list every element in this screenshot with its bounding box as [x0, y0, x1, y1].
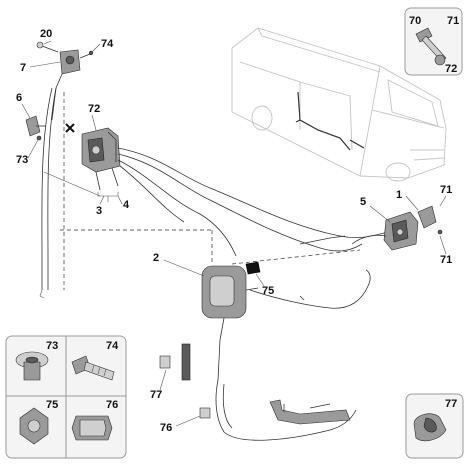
clip-square-77: [159, 355, 171, 369]
callout-2: 2: [153, 252, 159, 264]
screw-fastener-74: [71, 355, 115, 381]
callout-7: 7: [20, 62, 26, 74]
callout-72: 72: [445, 63, 457, 75]
inset-fasteners-panel: 73 74 75 76: [5, 335, 127, 459]
callout-75: 75: [262, 285, 274, 297]
callout-4: 4: [123, 199, 130, 211]
bolt-fastener: [415, 27, 447, 66]
callout-76: 76: [160, 422, 172, 434]
callout-77: 77: [150, 389, 162, 401]
door-lock-mechanism: [81, 127, 121, 191]
inset-bolt-panel: 70 71 72: [404, 7, 463, 76]
callout-71: 71: [447, 15, 459, 27]
inset-callout-75: 75: [46, 399, 58, 411]
inset-rod-clip-panel: 77: [405, 393, 464, 459]
clip-square-76: [199, 407, 211, 419]
callout-20: 20: [40, 28, 52, 40]
inset-callout-76: 76: [106, 399, 118, 411]
callout-71-a: 71: [440, 184, 452, 196]
callout-74-top: 74: [101, 38, 114, 50]
rod-sleeve: [181, 343, 191, 381]
nut-fastener-75: [19, 407, 49, 445]
inset-callout-74: 74: [106, 340, 119, 352]
left-rod-bracket: [25, 115, 46, 141]
lower-rod-assembly: [159, 343, 357, 441]
callout-5: 5: [360, 196, 366, 208]
rod-clip: [413, 413, 447, 442]
rear-door-lock: [351, 205, 443, 251]
inset-callout-73: 73: [46, 340, 58, 352]
callout-6: 6: [16, 92, 22, 104]
cross-marker: [65, 123, 75, 133]
callout-3: 3: [96, 205, 102, 217]
bolt-fastener-73: [15, 351, 49, 381]
callout-1: 1: [396, 189, 402, 201]
cable-routing: [117, 147, 389, 265]
callout-71-b: 71: [440, 254, 452, 266]
interior-handle: [201, 265, 259, 381]
upper-lock-bracket: [36, 41, 94, 121]
callout-70: 70: [409, 15, 421, 27]
callout-72: 72: [88, 103, 100, 115]
van-illustration: [231, 27, 447, 182]
inset-callout-77: 77: [445, 398, 457, 410]
callout-73: 73: [16, 154, 28, 166]
pad-75: [245, 261, 261, 275]
clip-fastener-76: [71, 415, 113, 441]
